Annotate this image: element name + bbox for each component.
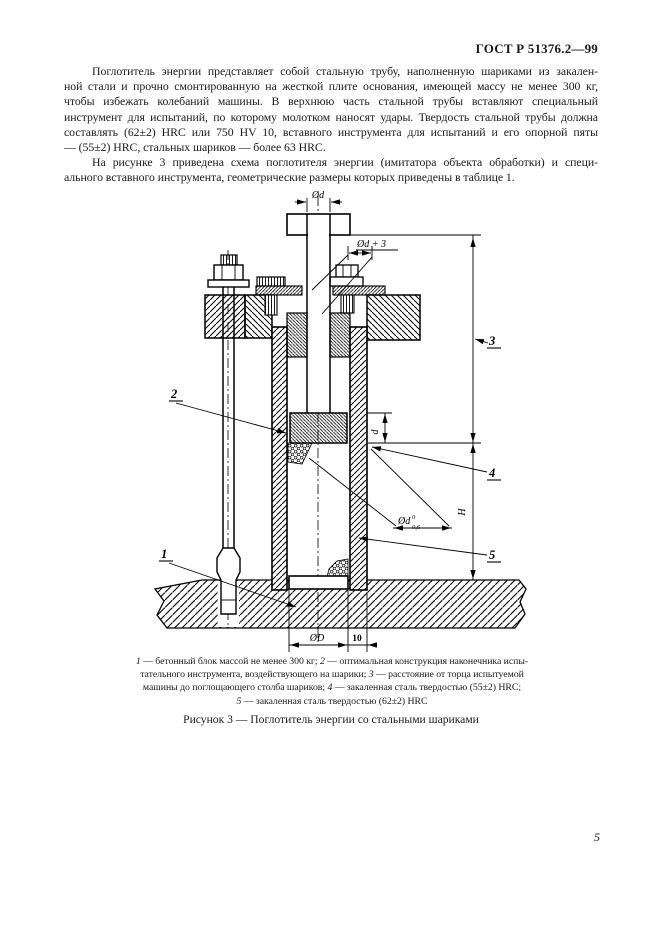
svg-text:4: 4 xyxy=(488,466,495,480)
dim-label-tip-height: d xyxy=(370,429,381,435)
figure-3-technical-drawing: Ød Ød + 3 d H xyxy=(153,190,527,652)
stud-bolt-right xyxy=(329,264,364,314)
bore-bottom-plate xyxy=(288,575,349,590)
paragraph-1-line: — (55±2) HRC, стальных шариков — более 6… xyxy=(64,140,326,155)
insert-tool xyxy=(286,196,351,642)
svg-text:1: 1 xyxy=(161,547,167,561)
top-plate xyxy=(204,285,421,341)
paragraph-1-line: чтобы избежать колебаний машины. В верхн… xyxy=(64,94,598,109)
dim-tip-height: d xyxy=(370,413,388,443)
paragraph-2-line: ального вставного инструмента, геометрич… xyxy=(64,170,515,185)
svg-text:5: 5 xyxy=(489,548,495,562)
reference-lines xyxy=(350,234,481,444)
callout-2: 2 xyxy=(169,387,287,434)
callout-5: 5 xyxy=(358,536,501,563)
paragraph-1-line: ной стали и прочно смонтированную на жес… xyxy=(64,79,598,94)
dim-label-column-dia: Ød xyxy=(397,516,411,527)
figure-title: Рисунок 3 — Поглотитель энергии со сталь… xyxy=(183,713,479,726)
stud-bolt-left xyxy=(256,276,286,316)
svg-text:2: 2 xyxy=(170,387,177,401)
dim-label-edge-offset: 10 xyxy=(352,634,362,644)
body-text: Поглотитель энергии представляет собой с… xyxy=(64,64,598,186)
dim-rod-diameter: Ød xyxy=(295,190,342,212)
dim-label-hole-dia: Ød + 3 xyxy=(356,239,386,250)
svg-text:3: 3 xyxy=(488,334,495,348)
paragraph-1-line: инструмент для испытаний, по которому мо… xyxy=(64,109,598,124)
dim-label-column-height: H xyxy=(457,508,468,517)
page-number: 5 xyxy=(594,830,600,844)
dim-label-rod-dia: Ød xyxy=(311,190,325,201)
caption-line: 1 — бетонный блок массой не менее 300 кг… xyxy=(135,656,529,667)
dim-ball-column-diameter: Ød 0 0,6 xyxy=(308,448,452,531)
paragraph-1-line: Поглотитель энергии представляет собой с… xyxy=(92,64,598,78)
caption-line: тательного инструмента, воздействующего … xyxy=(140,669,524,681)
caption-line: 5 — закаленная сталь твердостью (62±2) H… xyxy=(236,695,428,707)
caption-line: машины до поглощающего столба шариков; 4… xyxy=(142,682,522,694)
steel-balls xyxy=(287,442,349,578)
callout-4: 4 xyxy=(371,446,501,481)
paragraph-2-line: На рисунке 3 приведена схема поглотителя… xyxy=(92,155,598,170)
dim-label-column-dia-sub: 0,6 xyxy=(412,524,421,531)
steel-tube xyxy=(271,326,368,591)
dim-bore-diameter: ØD 10 xyxy=(288,590,377,652)
figure-caption: 1 — бетонный блок массой не менее 300 кг… xyxy=(90,655,574,708)
dim-vertical-3-H: H xyxy=(457,235,476,580)
dim-label-column-dia-sup: 0 xyxy=(412,514,416,521)
concrete-base-block xyxy=(153,579,527,629)
dim-hole-diameter: Ød + 3 xyxy=(311,239,398,315)
paragraph-1-line: составлять (62±2) HRC или 750 HV 10, вст… xyxy=(64,124,598,139)
dim-label-bore-dia: ØD xyxy=(309,633,325,644)
guide-bushing xyxy=(286,312,351,358)
callout-1: 1 xyxy=(159,547,297,608)
callout-3: 3 xyxy=(474,334,501,349)
document-header: ГОСТ Р 51376.2—99 xyxy=(475,41,598,56)
